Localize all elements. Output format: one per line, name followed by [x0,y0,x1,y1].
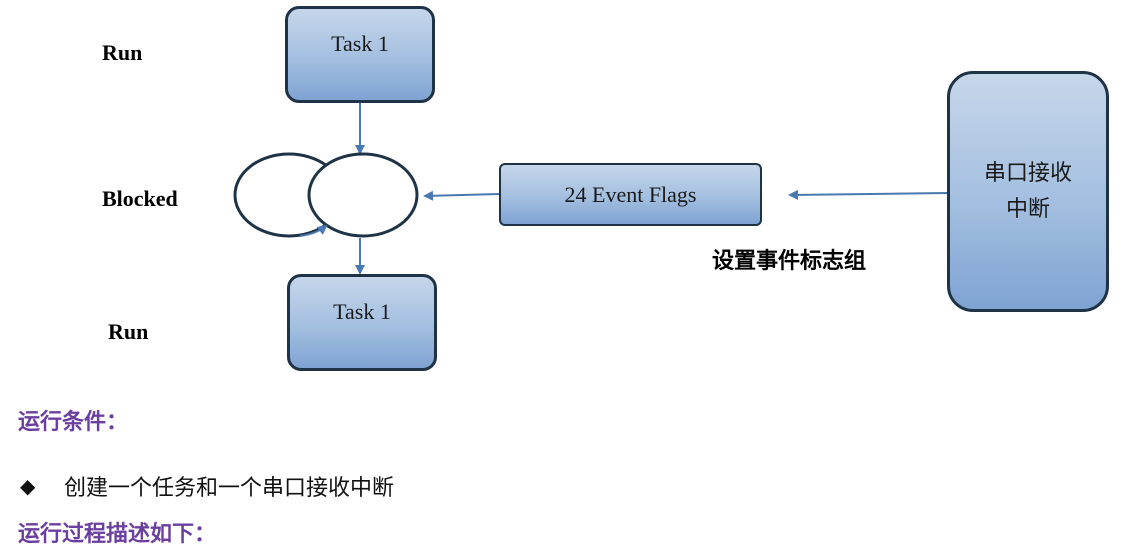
state-label-run-top: Run [102,40,143,65]
uart-isr-label-line1: 串口接收 [983,160,1072,186]
task-box-bottom-label: Task 1 [333,299,391,324]
uart-isr-label-line2: 中断 [1005,196,1050,222]
task-box-bottom: Task 1 [287,274,437,371]
arrow-isr-to-flags [788,189,948,200]
arrow-circle-loop [299,224,328,237]
diamond-bullet-icon: ◆ [20,474,36,498]
task-box-top-label: Task 1 [331,31,389,56]
state-label-run-bottom: Run [108,319,149,344]
set-event-flags-label: 设置事件标志组 [712,249,867,274]
task-box-top: Task 1 [285,6,435,103]
blocked-circle-front [307,152,419,238]
bullet-text: 创建一个任务和一个串口接收中断 [64,476,395,501]
event-flags-box: 24 Event Flags [499,163,762,226]
bullet-item: ◆ 创建一个任务和一个串口接收中断 [20,470,394,502]
uart-isr-box: 串口接收 中断 [947,71,1109,312]
event-flags-label: 24 Event Flags [564,181,697,207]
arrow-flags-to-blocked [423,190,500,201]
section-title-conditions: 运行条件： [18,410,129,435]
section-title-process: 运行过程描述如下： [18,522,217,547]
state-label-blocked: Blocked [102,186,178,211]
